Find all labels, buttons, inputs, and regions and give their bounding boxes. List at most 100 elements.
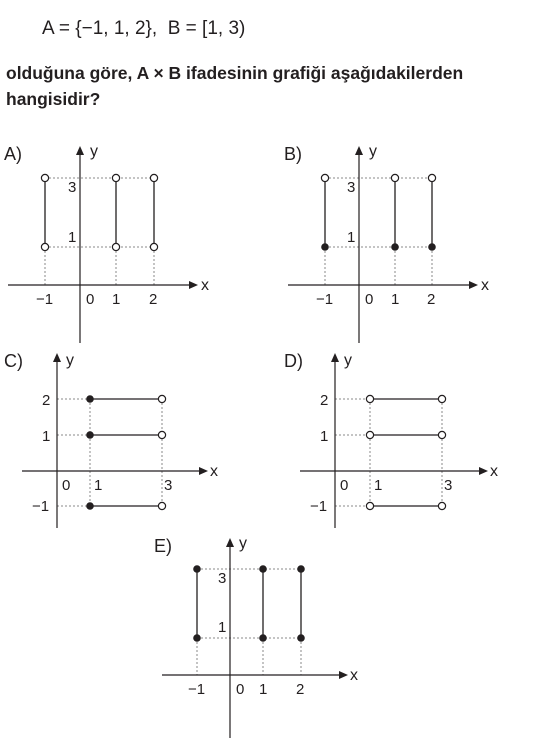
x-tick-label: 1 — [374, 477, 382, 494]
y-axis-label: y — [344, 352, 352, 369]
open-endpoint — [40, 242, 50, 252]
y-tick-label: 1 — [347, 229, 355, 246]
y-tick-label: 1 — [320, 428, 328, 445]
endpoints — [320, 173, 437, 251]
x-tick-label: 1 — [391, 291, 399, 308]
question-line-1: olduğuna göre, A × B ifadesinin grafiği … — [6, 63, 464, 83]
closed-endpoint — [321, 243, 329, 251]
option-label: A) — [4, 144, 22, 164]
segments — [370, 398, 442, 507]
x-tick-label: 0 — [365, 291, 373, 308]
guide-lines — [44, 177, 155, 285]
closed-endpoint — [86, 395, 94, 403]
x-tick-label: 0 — [236, 681, 244, 698]
y-tick-label: 3 — [68, 179, 76, 196]
x-tick-label: 1 — [259, 681, 267, 698]
x-axis-label: x — [350, 667, 358, 684]
x-tick-label: 0 — [86, 291, 94, 308]
closed-endpoint — [428, 243, 436, 251]
question-line-2: hangisidir? — [6, 89, 101, 109]
option-b-graph[interactable]: B) x y −1 0 1 2 1 3 — [280, 138, 520, 348]
y-tick-label: 2 — [42, 392, 50, 409]
closed-endpoint — [86, 502, 94, 510]
open-endpoint — [157, 501, 167, 511]
closed-endpoint — [193, 565, 201, 573]
open-endpoint — [111, 173, 121, 183]
x-tick-label: −1 — [188, 681, 205, 698]
x-tick-label: −1 — [316, 291, 333, 308]
set-definitions: A = {−1, 1, 2}, B = [1, 3) — [42, 18, 246, 39]
y-tick-label: 3 — [218, 570, 226, 587]
option-label: D) — [284, 351, 303, 371]
y-tick-label: −1 — [310, 498, 327, 515]
closed-endpoint — [259, 565, 267, 573]
option-label: B) — [284, 144, 302, 164]
y-axis-label: y — [90, 143, 98, 160]
x-axis-arrow — [479, 467, 488, 475]
closed-endpoint — [193, 634, 201, 642]
open-endpoint — [149, 242, 159, 252]
closed-endpoint — [297, 634, 305, 642]
y-axis-label: y — [66, 352, 74, 369]
open-endpoint — [390, 173, 400, 183]
segments — [324, 178, 433, 247]
open-endpoint — [40, 173, 50, 183]
segments — [44, 178, 155, 247]
guide-lines — [196, 568, 302, 675]
closed-endpoint — [259, 634, 267, 642]
closed-endpoint — [86, 431, 94, 439]
open-endpoint — [149, 173, 159, 183]
segments — [90, 398, 162, 507]
open-endpoint — [157, 394, 167, 404]
x-tick-label: 2 — [296, 681, 304, 698]
open-endpoint — [427, 173, 437, 183]
endpoints — [365, 394, 447, 511]
x-axis-label: x — [210, 463, 218, 480]
open-endpoint — [365, 501, 375, 511]
y-axis-arrow — [331, 353, 339, 362]
endpoints — [40, 173, 159, 252]
open-endpoint — [365, 394, 375, 404]
y-axis-label: y — [369, 143, 377, 160]
x-axis-label: x — [201, 277, 209, 294]
x-tick-label: 2 — [427, 291, 435, 308]
y-tick-label: 1 — [42, 428, 50, 445]
x-tick-label: 3 — [444, 477, 452, 494]
y-axis-arrow — [76, 146, 84, 155]
open-endpoint — [437, 394, 447, 404]
y-tick-label: 1 — [218, 619, 226, 636]
guide-lines — [324, 177, 433, 285]
x-tick-label: 1 — [112, 291, 120, 308]
y-tick-label: −1 — [32, 498, 49, 515]
option-d-graph[interactable]: D) x y 0 1 3 −1 1 2 — [280, 345, 520, 530]
open-endpoint — [365, 430, 375, 440]
x-axis-label: x — [490, 463, 498, 480]
x-tick-label: −1 — [36, 291, 53, 308]
y-axis-arrow — [53, 353, 61, 362]
y-axis-arrow — [226, 538, 234, 547]
option-a-graph[interactable]: A) x y −1 0 1 2 1 3 — [0, 138, 240, 348]
open-endpoint — [111, 242, 121, 252]
guide-lines — [57, 398, 163, 507]
option-c-graph[interactable]: C) x y 0 1 3 −1 1 2 — [0, 345, 240, 530]
x-tick-label: 0 — [62, 477, 70, 494]
x-axis-arrow — [339, 671, 348, 679]
guide-lines — [335, 398, 443, 507]
y-tick-label: 1 — [68, 229, 76, 246]
y-axis-arrow — [355, 146, 363, 155]
x-tick-label: 3 — [164, 477, 172, 494]
open-endpoint — [437, 501, 447, 511]
closed-endpoint — [391, 243, 399, 251]
segments — [196, 569, 302, 638]
y-tick-label: 2 — [320, 392, 328, 409]
closed-endpoint — [297, 565, 305, 573]
endpoints — [86, 394, 167, 511]
open-endpoint — [157, 430, 167, 440]
x-axis-arrow — [469, 281, 478, 289]
x-axis-arrow — [199, 467, 208, 475]
y-axis-label: y — [239, 535, 247, 552]
option-e-graph[interactable]: E) x y −1 0 1 2 1 3 — [150, 530, 390, 742]
option-label: C) — [4, 351, 23, 371]
x-tick-label: 0 — [340, 477, 348, 494]
x-axis-arrow — [189, 281, 198, 289]
